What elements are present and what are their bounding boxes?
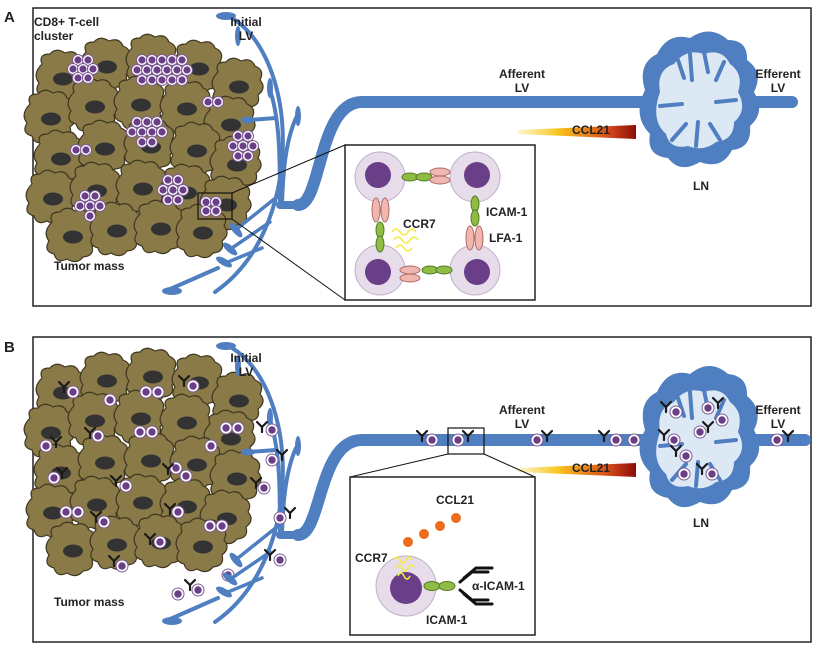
panel-a-letter: A <box>4 9 15 26</box>
ccl21-gradient-a: CCL21 <box>518 123 636 139</box>
afferent-lv-label-a-2: LV <box>515 81 529 95</box>
efferent-lv-label-b-1: Efferent <box>755 403 800 417</box>
efferent-lv-label-a-2: LV <box>771 81 785 95</box>
icam1-label-b: ICAM-1 <box>426 613 468 627</box>
inset-b: CCL21 CCR7 ICAM-1 α-ICAM-1 <box>349 427 536 636</box>
tumor-cell-icon <box>45 521 98 577</box>
afferent-lv-label-a-1: Afferent <box>499 67 545 81</box>
initial-lv-label-a-1: Initial <box>230 15 261 29</box>
ccl21-label-b: CCL21 <box>572 461 610 475</box>
lymph-node-icon <box>639 31 760 168</box>
lymphatic-vessel-b <box>166 346 811 624</box>
icam1-label-a: ICAM-1 <box>486 205 528 219</box>
ccl21-label-inset-b: CCL21 <box>436 493 474 507</box>
initial-lv-tips-b <box>162 342 301 625</box>
afferent-lv-label-b-2: LV <box>515 417 529 431</box>
panel-b-letter: B <box>4 339 15 356</box>
cluster-label-a-2: cluster <box>34 29 74 43</box>
lymph-node-icon <box>639 366 760 508</box>
anti-icam1-label-b: α-ICAM-1 <box>472 579 525 593</box>
ln-label-a: LN <box>693 179 709 193</box>
lfa1-label-a: LFA-1 <box>489 231 523 245</box>
tumor-mass-label-a: Tumor mass <box>54 259 125 273</box>
panel-b: B <box>4 336 812 643</box>
initial-lv-label-b-1: Initial <box>230 351 261 365</box>
zoom-box-b <box>447 427 485 455</box>
ccr7-label-a: CCR7 <box>403 217 436 231</box>
tumor-cell-icon <box>89 515 142 571</box>
efferent-lv-label-a-1: Efferent <box>755 67 800 81</box>
initial-lv-label-a-2: LV <box>239 29 253 43</box>
lymphatic-vessel-a <box>166 16 798 294</box>
efferent-lv-label-b-2: LV <box>771 417 785 431</box>
tumor-mass-label-b: Tumor mass <box>54 595 125 609</box>
afferent-lv-label-b-1: Afferent <box>499 403 545 417</box>
zoom-box-a <box>197 192 233 220</box>
panel-a: A <box>4 7 812 307</box>
ccr7-label-b: CCR7 <box>355 551 388 565</box>
initial-lv-label-b-2: LV <box>239 365 253 379</box>
ccl21-gradient-b: CCL21 <box>518 461 636 477</box>
initial-lv-tips-a <box>162 12 301 295</box>
inset-a: CCR7 ICAM-1 LFA-1 <box>231 144 536 301</box>
ln-label-b: LN <box>693 516 709 530</box>
cluster-label-a-1: CD8+ T-cell <box>34 15 99 29</box>
ccl21-label-a: CCL21 <box>572 123 610 137</box>
